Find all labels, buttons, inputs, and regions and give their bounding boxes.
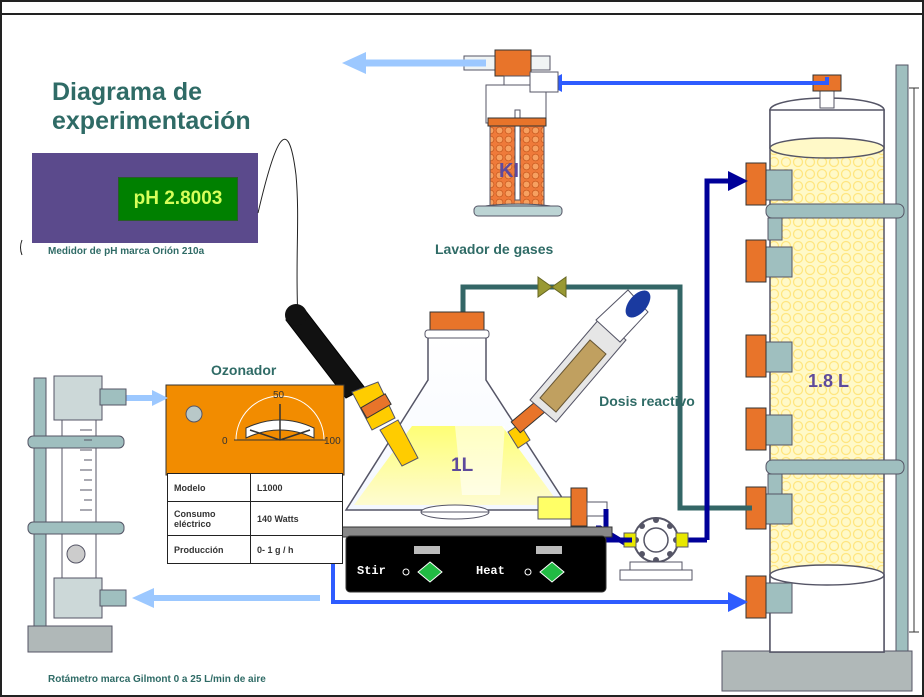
column-stand-pole: [895, 64, 909, 664]
ki-gas-washer: [463, 49, 563, 217]
ki-label: KI: [499, 160, 519, 182]
ph-probe-cable: [257, 138, 299, 321]
reactor-volume-label: 1L: [451, 455, 474, 476]
pump: [619, 517, 693, 581]
ki-washer-top-fitting: [494, 49, 532, 77]
ozonator-power-led: [185, 405, 203, 423]
spec-label: Modelo: [167, 473, 251, 502]
heat-label: Heat: [476, 564, 505, 578]
gauge-max-label: 100: [324, 436, 341, 447]
rotameter-float: [66, 544, 86, 564]
gas-outlet-line: [560, 77, 829, 85]
spec-label: Producción: [167, 535, 251, 564]
pump-discharge-line: [704, 178, 732, 540]
spec-value: 0- 1 g / h: [250, 535, 343, 564]
spec-value: 140 Watts: [250, 501, 343, 536]
stirrer-hotplate: [339, 526, 613, 593]
stir-label: Stir: [357, 564, 386, 578]
ozonator: 0 50 100: [165, 384, 345, 476]
gauge-min-label: 0: [222, 436, 228, 447]
ozonator-label: Ozonador: [211, 362, 277, 378]
column-clamp: [765, 459, 905, 475]
gas-valve-icon: [537, 276, 567, 298]
flask-stopper: [429, 311, 485, 333]
gauge-mid-label: 50: [273, 390, 285, 401]
gas-washer-label: Lavador de gases: [435, 241, 554, 257]
rotameter: [27, 375, 127, 653]
ph-probe: [285, 304, 419, 467]
feed-line: [331, 557, 732, 604]
column-clamp: [765, 203, 905, 219]
diagram-title: Diagrama de experimentación: [52, 78, 251, 135]
ph-display: pH 2.8003: [118, 177, 238, 221]
ph-reading: pH 2.8003: [133, 188, 223, 209]
column-stand-base: [721, 650, 913, 692]
rotameter-caption: Rotámetro marca Gilmont 0 a 25 L/min de …: [48, 674, 266, 685]
spec-row: Modelo L1000: [167, 473, 343, 502]
ozonator-spec-table: Modelo L1000 Consumo eléctrico 140 Watts…: [167, 473, 343, 564]
column-side-ports: [745, 162, 793, 619]
reagent-syringe: [507, 289, 651, 449]
spec-row: Producción 0- 1 g / h: [167, 535, 343, 564]
ph-meter-caption: Medidor de pH marca Orión 210a: [48, 246, 205, 257]
flask-side-fitting: [570, 487, 588, 527]
spec-value: L1000: [250, 473, 343, 502]
column-volume-label: 1.8 L: [808, 371, 850, 391]
spec-row: Consumo eléctrico 140 Watts: [167, 501, 343, 536]
spec-label: Consumo eléctrico: [167, 501, 251, 536]
reagent-dose-label: Dosis reactivo: [599, 393, 695, 409]
